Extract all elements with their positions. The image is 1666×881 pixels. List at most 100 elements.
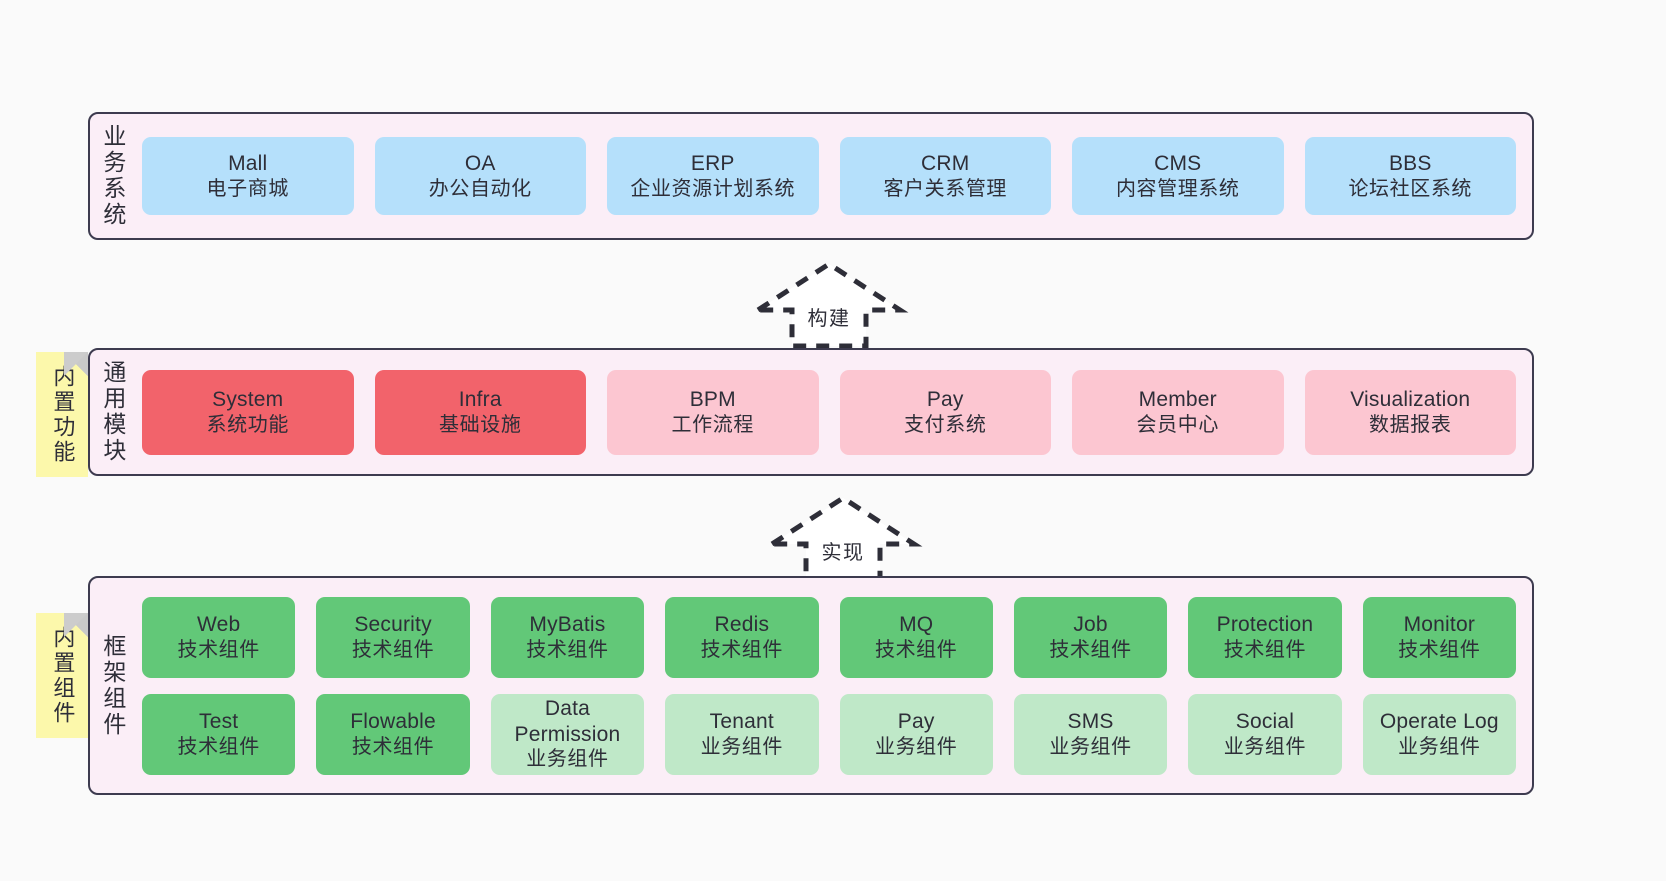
card-row: Web 技术组件 Security 技术组件 MyBatis 技术组件 Redi… (142, 596, 1516, 678)
card-title-en: Web (196, 613, 241, 636)
card-title-en: Mall (228, 152, 268, 175)
card-title-en: Visualization (1350, 388, 1471, 411)
layer-body-framework-component: Web 技术组件 Security 技术组件 MyBatis 技术组件 Redi… (134, 578, 1532, 793)
card-cms[interactable]: CMS 内容管理系统 (1072, 137, 1284, 215)
card-pay-business[interactable]: Pay 业务组件 (839, 693, 993, 775)
card-title-cn: 电子商城 (206, 177, 289, 200)
card-title-en: Member (1138, 388, 1217, 411)
card-title-en: Test (199, 710, 239, 733)
card-title-cn: 内容管理系统 (1115, 177, 1240, 200)
card-flowable[interactable]: Flowable 技术组件 (316, 693, 470, 775)
card-title-cn: 技术组件 (351, 735, 435, 758)
card-title-en: Monitor (1403, 613, 1476, 636)
build-arrow: 构建 (749, 258, 909, 349)
card-title-en: Security (354, 613, 432, 636)
card-crm[interactable]: CRM 客户关系管理 (839, 137, 1051, 215)
card-title-en: CRM (921, 152, 970, 175)
note-fold-corner (64, 352, 88, 376)
card-test[interactable]: Test 技术组件 (142, 693, 296, 775)
card-oa[interactable]: OA 办公自动化 (374, 137, 586, 215)
card-title-cn: 业务组件 (1398, 735, 1481, 758)
card-security[interactable]: Security 技术组件 (316, 596, 470, 678)
card-job[interactable]: Job 技术组件 (1013, 596, 1168, 678)
implement-arrow: 实现 (763, 492, 923, 583)
card-title-cn: 技术组件 (1049, 638, 1132, 661)
card-title-cn: 业务组件 (1223, 735, 1307, 758)
card-mq[interactable]: MQ 技术组件 (839, 596, 993, 678)
card-title-cn: 业务组件 (526, 748, 609, 771)
card-title-cn: 技术组件 (1223, 638, 1307, 661)
card-title-cn: 系统功能 (206, 413, 289, 436)
card-mybatis[interactable]: MyBatis 技术组件 (490, 596, 645, 678)
card-title-en: SMS (1067, 710, 1114, 733)
card-title-cn: 技术组件 (874, 638, 958, 661)
card-title-cn: 技术组件 (177, 735, 260, 758)
layer-title-common-module: 通用模块 (99, 360, 126, 464)
note-label: 内置功能 (50, 364, 76, 465)
card-infra[interactable]: Infra 基础设施 (374, 369, 586, 455)
card-title-cn: 客户关系管理 (883, 177, 1008, 200)
card-title-cn: 技术组件 (351, 638, 435, 661)
card-title-en: Pay (926, 388, 964, 411)
card-title-en: ERP (690, 152, 735, 175)
card-pay[interactable]: Pay 支付系统 (839, 369, 1051, 455)
layer-title-framework-component: 框架组件 (99, 633, 126, 738)
card-title-en: MyBatis (529, 613, 606, 636)
card-erp[interactable]: ERP 企业资源计划系统 (607, 137, 819, 215)
card-title-en: Protection (1216, 613, 1314, 636)
card-title-en: Tenant (709, 710, 774, 733)
layer-framework-component: 框架组件 Web 技术组件 Security 技术组件 MyBatis 技术组件… (88, 576, 1534, 795)
card-title-cn: 数据报表 (1369, 413, 1452, 436)
layer-title-business-system: 业务系统 (99, 124, 126, 228)
card-sms[interactable]: SMS 业务组件 (1013, 693, 1168, 775)
card-member[interactable]: Member 会员中心 (1072, 369, 1284, 455)
note-fold-corner (64, 613, 88, 637)
card-title-cn: 技术组件 (1398, 638, 1481, 661)
card-web[interactable]: Web 技术组件 (142, 596, 296, 678)
card-title-en: Operate Log (1379, 710, 1499, 733)
card-title-cn: 工作流程 (671, 413, 754, 436)
card-data-permission[interactable]: Data Permission 业务组件 (490, 693, 645, 775)
card-title-cn: 会员中心 (1136, 413, 1219, 436)
card-title-cn: 技术组件 (700, 638, 784, 661)
card-title-en: Social (1235, 710, 1295, 733)
card-title-cn: 业务组件 (700, 735, 784, 758)
layer-business-system: 业务系统 Mall 电子商城 OA 办公自动化 ERP 企业资源计划系统 CRM… (88, 112, 1534, 240)
note-builtin-function: 内置功能 (36, 352, 88, 477)
card-title-en: Redis (714, 613, 770, 636)
card-bpm[interactable]: BPM 工作流程 (607, 369, 819, 455)
layer-body-business-system: Mall 电子商城 OA 办公自动化 ERP 企业资源计划系统 CRM 客户关系… (134, 114, 1532, 238)
card-bbs[interactable]: BBS 论坛社区系统 (1304, 137, 1516, 215)
implement-arrow-label: 实现 (821, 542, 865, 564)
card-visualization[interactable]: Visualization 数据报表 (1304, 369, 1516, 455)
card-title-cn: 技术组件 (177, 638, 260, 661)
card-title-cn: 技术组件 (526, 638, 609, 661)
card-title-en: System (212, 388, 284, 411)
card-title-en: BPM (689, 388, 736, 411)
card-title-en: OA (464, 152, 496, 175)
card-redis[interactable]: Redis 技术组件 (665, 596, 819, 678)
card-protection[interactable]: Protection 技术组件 (1188, 596, 1342, 678)
card-operate-log[interactable]: Operate Log 业务组件 (1362, 693, 1516, 775)
card-row: Mall 电子商城 OA 办公自动化 ERP 企业资源计划系统 CRM 客户关系… (142, 137, 1516, 215)
card-title-cn: 办公自动化 (428, 177, 532, 200)
card-title-cn: 基础设施 (439, 413, 522, 436)
card-social[interactable]: Social 业务组件 (1188, 693, 1342, 775)
card-title-en: Pay (897, 710, 935, 733)
card-row: System 系统功能 Infra 基础设施 BPM 工作流程 Pay 支付系统… (142, 369, 1516, 455)
card-system[interactable]: System 系统功能 (142, 369, 354, 455)
card-title-cn: 企业资源计划系统 (630, 177, 796, 200)
card-mall[interactable]: Mall 电子商城 (142, 137, 354, 215)
card-row: Test 技术组件 Flowable 技术组件 Data Permission … (142, 693, 1516, 775)
card-title-cn: 论坛社区系统 (1348, 177, 1473, 200)
card-title-en: CMS (1154, 152, 1202, 175)
card-title-en: Job (1073, 613, 1108, 636)
card-monitor[interactable]: Monitor 技术组件 (1362, 596, 1516, 678)
card-title-cn: 业务组件 (874, 735, 958, 758)
card-title-en: Infra (458, 388, 502, 411)
card-title-cn: 支付系统 (904, 413, 987, 436)
note-label: 内置组件 (50, 625, 76, 726)
card-tenant[interactable]: Tenant 业务组件 (665, 693, 819, 775)
card-title-en: Data Permission (514, 697, 621, 746)
